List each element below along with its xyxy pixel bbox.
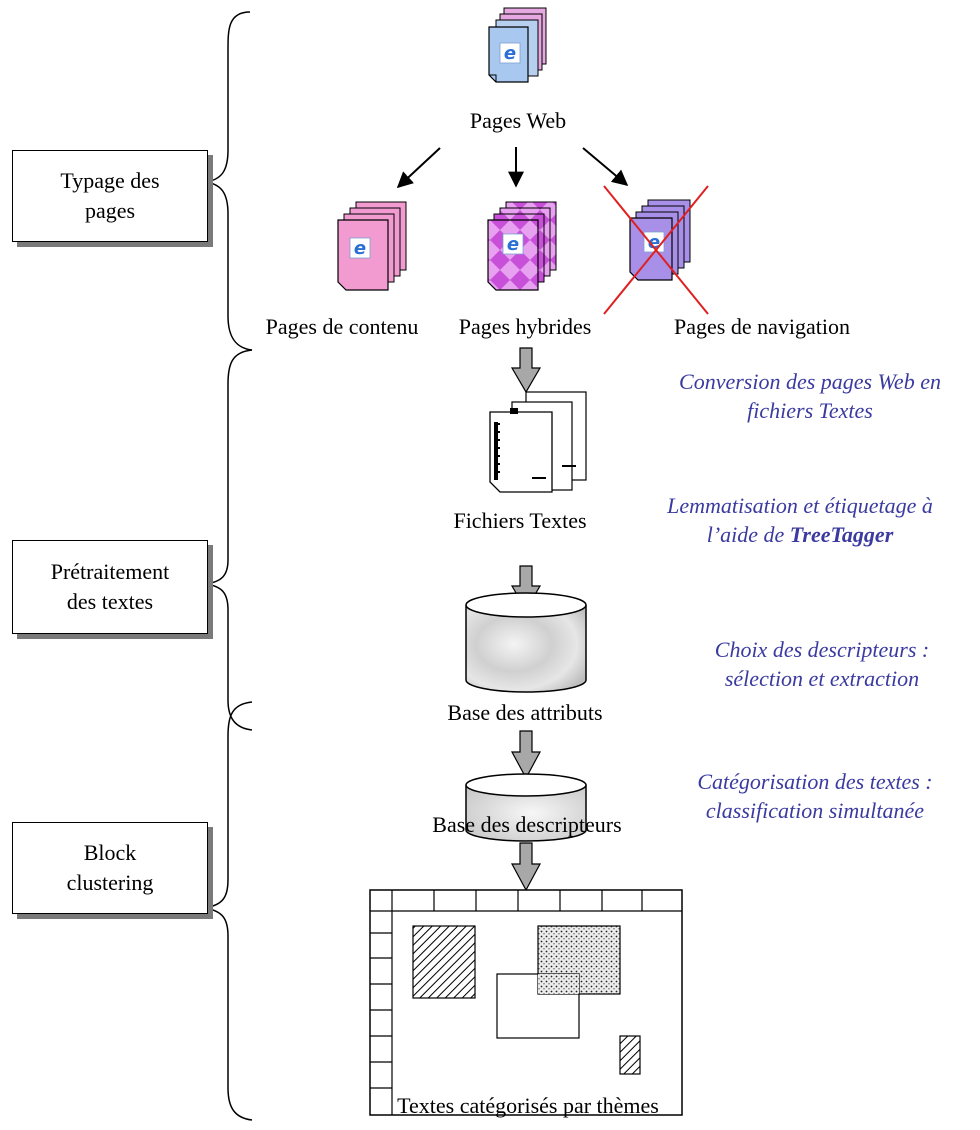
note-choice: Choix des descripteurs : sélection et ex… xyxy=(715,636,929,693)
label-descriptor-base: Base des descripteurs xyxy=(432,812,622,837)
arrow-to-navigation xyxy=(582,147,629,187)
block-arrow-3 xyxy=(510,730,542,780)
descriptor-base-cylinder-icon xyxy=(465,773,587,842)
hybrid-pages-icon: e xyxy=(487,201,557,291)
note-lemmatisation-line2: l’aide de TreeTagger xyxy=(667,521,933,550)
label-text-files: Fichiers Textes xyxy=(453,508,587,533)
label-content-pages: Pages de contenu xyxy=(265,314,419,339)
label-navigation-pages: Pages de navigation xyxy=(674,314,850,339)
note-choice-line1: Choix des descripteurs : xyxy=(714,637,930,662)
brace-pretraitement xyxy=(204,349,253,731)
phase-label-clustering: Block clustering xyxy=(66,840,154,895)
brace-clustering xyxy=(204,701,253,1121)
web-pages-icon: e xyxy=(488,7,547,83)
note-conversion: Conversion des pages Web en fichiers Tex… xyxy=(679,368,941,425)
note-conversion-line2: fichiers Textes xyxy=(747,397,873,423)
block-clustering-matrix xyxy=(369,889,683,1116)
note-choice-line2: sélection et extraction xyxy=(724,665,920,691)
label-attribute-base: Base des attributs xyxy=(447,700,603,725)
svg-text:e: e xyxy=(507,234,519,255)
brace-typage xyxy=(204,11,253,351)
arrow-to-content xyxy=(396,147,441,189)
note-lemmatisation-line1: Lemmatisation et étiquetage à xyxy=(667,493,933,518)
block-arrow-4 xyxy=(510,842,542,892)
phase-label-typage: Typage des pages xyxy=(60,168,160,223)
phase-label-pretraitement: Prétraitement des textes xyxy=(50,559,170,614)
phase-box-typage: Typage des pages xyxy=(12,150,208,242)
note-categorisation: Catégorisation des textes : classificati… xyxy=(697,768,932,825)
label-hybrid-pages: Pages hybrides xyxy=(458,314,592,339)
phase-box-clustering: Block clustering xyxy=(12,822,208,914)
phase-box-pretraitement: Prétraitement des textes xyxy=(12,540,208,634)
note-categorisation-line1: Catégorisation des textes : xyxy=(697,769,933,794)
note-lemmatisation-prefix: l’aide de xyxy=(706,521,790,547)
label-categorized-texts: Textes catégorisés par thèmes xyxy=(397,1093,659,1118)
attribute-base-cylinder-icon xyxy=(465,592,587,693)
navigation-pages-icon: e xyxy=(629,199,691,281)
note-lemmatisation: Lemmatisation et étiquetage à l’aide de … xyxy=(667,492,933,549)
block-arrow-1 xyxy=(510,347,542,394)
text-files-icon xyxy=(489,391,587,493)
note-conversion-line1: Conversion des pages Web en xyxy=(679,369,941,394)
note-categorisation-line2: classification simultanée xyxy=(705,797,925,823)
content-pages-icon: e xyxy=(337,201,407,291)
cross-icon xyxy=(603,185,709,315)
svg-text:e: e xyxy=(354,238,366,259)
svg-text:e: e xyxy=(504,43,516,64)
note-lemmatisation-tool: TreeTagger xyxy=(789,521,894,547)
label-web-pages: Pages Web xyxy=(469,108,567,133)
